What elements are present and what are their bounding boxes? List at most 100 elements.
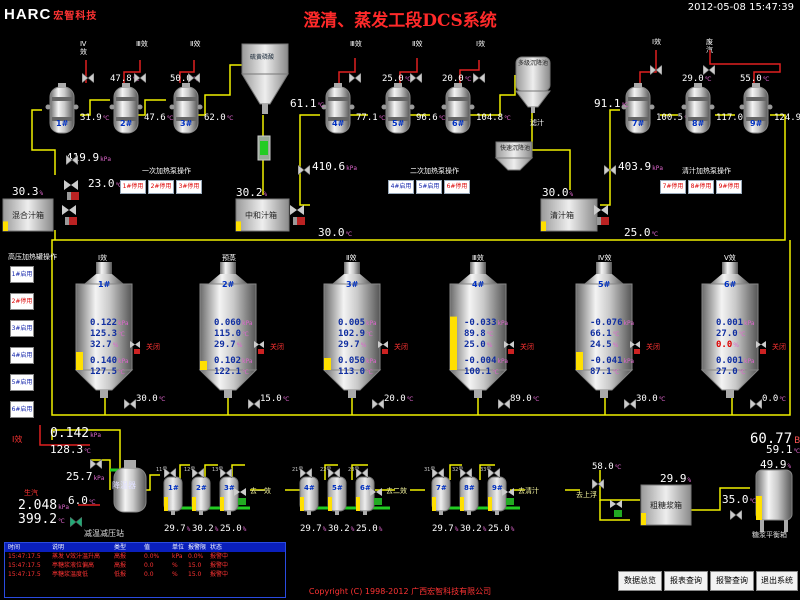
evap-2-valve-status: 关闭 [270,343,284,351]
pump2-pressure-value: 410.6 [312,160,346,173]
side-panel-button-5[interactable]: 5#启用 [10,374,34,391]
bx-temp-value: 59.1 [766,443,793,456]
sugar-tank-a-3-label: 3# [224,484,235,492]
side-panel-button-3[interactable]: 3#启用 [10,320,34,337]
heater-1-out-temp: 31.9℃ [80,113,109,123]
evap-4-v3: 25.0% [464,332,492,351]
bx-level: 49.9% [760,458,791,471]
sugar-tank-a-1-level-value: 29.7 [164,524,186,534]
evap-1-v2: 125.3℃ [90,321,125,340]
evap-1-v4-unit: kPa [118,358,129,365]
bx-temp-unit: ℃ [793,448,800,455]
op-group-1-button-2[interactable]: 2#停用 [148,180,174,194]
clear-tank-flow-value: 25.0 [624,226,651,239]
sugar-tank-b-2-level-unit: % [350,526,355,533]
sugar-tank-c-1-tag: 31号 [424,467,436,473]
evap-3-v2-value: 102.9 [338,329,366,339]
evap-5-valve-status: 关闭 [646,343,660,351]
clear-tank-level-value: 30.0 [542,186,569,199]
evap-6-v4-unit: kPa [744,358,755,365]
evap-4-valve-icon [504,340,520,359]
heater-2-out-temp-value: 47.6 [144,113,166,123]
balance-tank-label: 糖浆平衡箱 [752,531,787,539]
alarm-cell: 15:47:17.5 [8,571,41,578]
pump3-pressure: 403.9kPa [618,160,663,173]
side-panel-button-2[interactable]: 2#停用 [10,293,34,310]
mix-tank-body [2,198,54,236]
side-panel-button-6[interactable]: 6#启用 [10,401,34,418]
alarm-cell: 15.0 [188,562,202,569]
heater-8-in-temp: 29.0℃ [682,74,711,84]
evap-6-v2-value: 27.0 [716,329,738,339]
op-group-2-button-2[interactable]: 5#启用 [416,180,442,194]
sugar-tank-c-3-level-unit: % [510,526,515,533]
evap-5-level-value: 30.0 [636,394,658,404]
op-group-3-button-3[interactable]: 9#停用 [716,180,742,194]
sugar-tank-b-1-level-unit: % [322,526,327,533]
evap-5-v2-value: 66.1 [590,329,612,339]
sugar-tank-c-1-level: 29.7% [432,524,458,534]
side-panel-button-1[interactable]: 1#启用 [10,266,34,283]
mix-tank-level: 30.3% [12,185,43,198]
steam-temp-unit: ℃ [58,518,65,525]
steam-lines-upper [85,50,781,83]
bx-level-value: 49.9 [760,458,787,471]
steam-valve-7 [649,60,663,79]
alarm-cell: 0.0% [188,553,204,560]
nav-exit-button[interactable]: 退出系统 [756,571,798,591]
evap-3-body [322,262,382,404]
sugar-tank-b-2-label: 5# [332,484,343,492]
pump-valve-1 [65,150,79,169]
op-group-3-button-2[interactable]: 8#停用 [688,180,714,194]
side-panel-button-4[interactable]: 4#启用 [10,347,34,364]
evap-3-v1: 0.005kPa [338,310,377,329]
syrup-tank-label: 粗糖浆箱 [650,501,682,510]
op-group-2-button-3[interactable]: 6#停用 [444,180,470,194]
steam-source-2: Ⅲ效 [136,40,148,48]
heater-5-body [380,83,416,142]
heater-6-out-temp-unit: ℃ [504,115,511,122]
heater-7-out-temp-value: 100.5 [656,113,684,123]
balance-valve [729,505,743,524]
evap-5-v1: -0.076kPa [590,310,634,329]
syrup-tank-body [640,484,692,530]
alarm-cell: 报警中 [210,571,229,578]
reducer-mid-value-value: 6.0 [68,494,88,507]
evap-1-v3-value: 32.7 [90,340,112,350]
steam-lines-lower [39,425,100,506]
evap-3-v3-unit: % [360,342,367,349]
op-group-3-title: 清汁加热泵操作 [682,167,731,175]
evap-5-v2: 66.1℃ [590,321,619,340]
evap-3-v5: 113.0℃ [338,359,373,378]
evap-6-v5-unit: ℃ [738,369,746,376]
bx-level-unit: % [787,463,792,470]
nav-data-overview-button[interactable]: 数据总览 [618,571,662,591]
bottom-i-pressure-unit: kPa [90,432,101,439]
op-group-2-button-1[interactable]: 4#启用 [388,180,414,194]
op-group-1-button-3[interactable]: 3#停用 [176,180,202,194]
evap-4-v1-unit: kPa [497,320,509,327]
evap-lines [51,395,733,470]
reducer-label: 降温器 [112,481,136,490]
nav-alarm-query-button[interactable]: 报警查询 [710,571,754,591]
alarm-cell: 0.0 [144,571,154,578]
reducer-station-label: 减温减压站 [84,529,124,538]
evap-1-level: 30.0℃ [136,394,165,404]
evap-5-v5-unit: ℃ [612,369,620,376]
heater-7-in-temp-value: 91.1 [594,97,621,110]
evap-1-v1-unit: kPa [118,320,129,327]
heater-4-out-temp-value: 77.1 [356,113,378,123]
op-group-3-button-1[interactable]: 7#停用 [660,180,686,194]
bottom-i-pressure: 0.142kPa [50,426,101,441]
alarm-cell: 高报 [114,553,127,560]
bx-value: 60.77 [750,431,793,447]
evap-1-valve-icon [130,340,146,359]
heater-7-in-temp-unit: ℃ [621,102,629,109]
op-group-1-button-1[interactable]: 1#停用 [120,180,146,194]
sugar-tank-a-1-label: 1# [168,484,179,492]
sugar-tank-b-1-tag: 21号 [292,467,304,473]
evap-6-body [700,262,760,404]
evap-5-v3: 24.5% [590,332,618,351]
nav-report-query-button[interactable]: 报表查询 [664,571,708,591]
